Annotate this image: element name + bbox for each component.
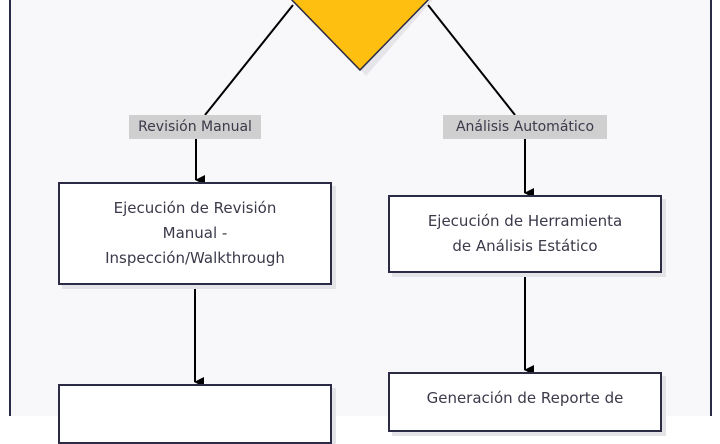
branch-line-automatic (427, 4, 516, 116)
node-label: Generación de Reporte de (426, 389, 624, 407)
decision-diamond[interactable] (290, 0, 430, 72)
node-label: Ejecución de Revisión Manual - Inspecció… (105, 199, 285, 267)
node-manual-review-execution[interactable]: Ejecución de Revisión Manual - Inspecció… (58, 182, 332, 285)
edge-label-manual: Revisión Manual (129, 115, 261, 139)
node-label: Ejecución de Herramienta de Análisis Est… (427, 212, 623, 255)
node-static-analysis-execution[interactable]: Ejecución de Herramienta de Análisis Est… (388, 195, 662, 273)
diagram-connectors (194, 0, 534, 387)
node-manual-next-step[interactable] (58, 384, 332, 444)
node-report-generation[interactable]: Generación de Reporte de (388, 372, 662, 432)
branch-line-manual (204, 4, 294, 116)
edge-label-automatic: Análisis Automático (443, 115, 607, 139)
